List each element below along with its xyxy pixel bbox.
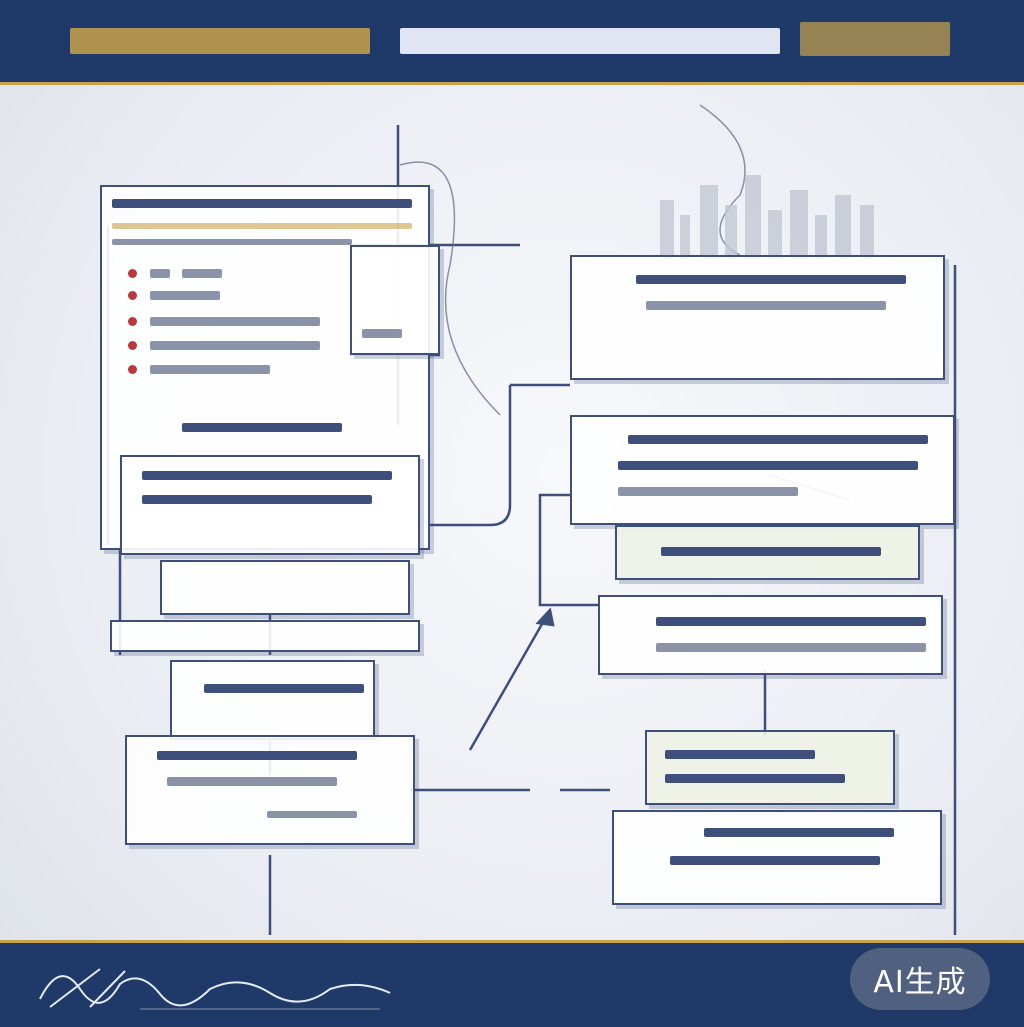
list-item [150, 365, 270, 374]
connector-right-branch [538, 493, 600, 607]
right-box-1-line [646, 301, 886, 310]
left-panel-header [112, 199, 412, 208]
left-lower-box-3-line [204, 684, 364, 693]
connector-left-to-hub [430, 385, 512, 527]
right-box-4 [598, 595, 943, 675]
city-skyline-icon [660, 175, 874, 260]
left-bottom-box-line [167, 777, 337, 786]
arrow-icon [468, 607, 555, 751]
right-bottom-box [612, 810, 942, 905]
red-dot-icon [128, 269, 137, 278]
red-dot-icon [128, 317, 137, 326]
header-accent [800, 22, 950, 56]
right-box-2-line [628, 435, 928, 444]
left-lower-box-3 [170, 660, 375, 740]
left-mid-box-line [142, 471, 392, 480]
right-box-2-line [618, 487, 798, 496]
right-box-5-line [665, 750, 815, 759]
left-bottom-box [125, 735, 415, 845]
right-box-1 [570, 255, 945, 380]
list-item [150, 269, 170, 278]
right-bottom-box-line [670, 856, 880, 865]
right-box-2 [570, 415, 955, 525]
red-dot-icon [128, 365, 137, 374]
red-dot-icon [128, 291, 137, 300]
red-dot-icon [128, 341, 137, 350]
left-bottom-box-line [267, 811, 357, 818]
right-box-5-line [665, 774, 845, 783]
ai-generated-badge: AI生成 [850, 948, 990, 1010]
list-item [150, 291, 220, 300]
list-item [150, 317, 320, 326]
left-mid-box-line [142, 495, 372, 504]
header-title-block-2 [400, 28, 780, 54]
left-panel-footer-text [182, 423, 342, 432]
decor-curve-3 [699, 104, 746, 256]
left-panel-subheader [112, 223, 412, 229]
right-box-3 [615, 525, 920, 580]
signature-icon [39, 968, 391, 1010]
center-small-box-line [362, 329, 402, 338]
right-box-4-line [656, 617, 926, 626]
connector-lines [106, 104, 957, 935]
left-lower-box-1 [160, 560, 410, 615]
ai-generated-label: AI生成 [873, 965, 967, 1000]
left-panel-underline [112, 239, 352, 245]
right-box-4-line [656, 643, 926, 652]
header-title-block [70, 28, 370, 54]
left-lower-box-2 [110, 620, 420, 652]
header-banner [0, 0, 1024, 85]
decor-curve-1 [399, 161, 501, 416]
right-box-5 [645, 730, 895, 805]
right-box-2-line [618, 461, 918, 470]
center-small-box [350, 245, 440, 355]
list-item [150, 341, 320, 350]
right-bottom-box-line [704, 828, 894, 837]
right-box-1-line [636, 275, 906, 284]
right-box-3-line [661, 547, 881, 556]
left-mid-box [120, 455, 420, 555]
diagram-canvas [0, 85, 1024, 940]
left-bottom-box-line [157, 751, 357, 760]
list-item [182, 269, 222, 278]
